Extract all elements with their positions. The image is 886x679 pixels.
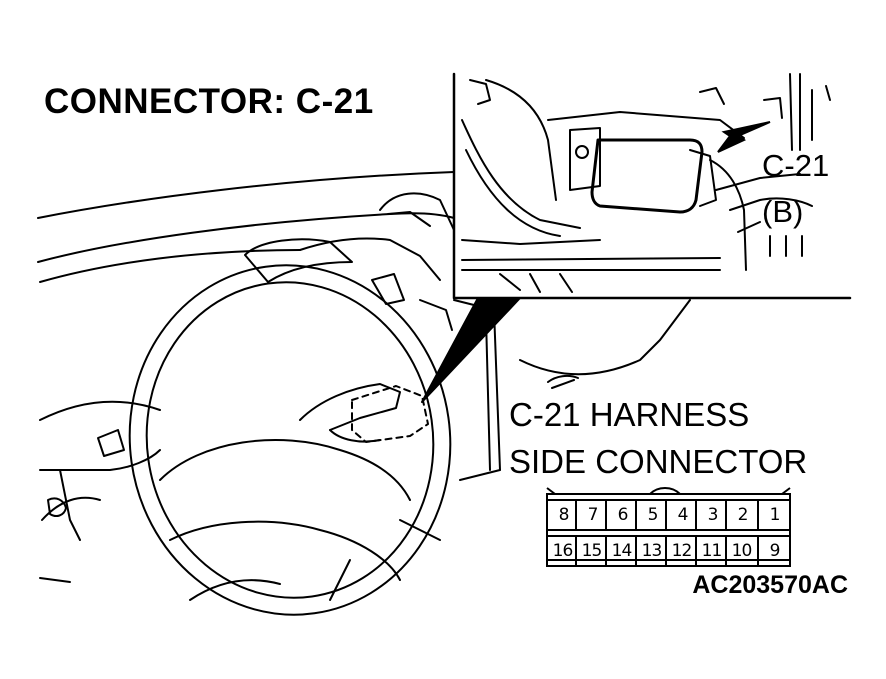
pin-label: 6	[617, 505, 629, 525]
pin-label: 9	[769, 541, 781, 561]
inset-connector-body	[590, 138, 704, 214]
pin-label: 7	[587, 505, 599, 525]
harness-label-line1: C-21 HARNESS	[509, 396, 750, 433]
figure-code: AC203570AC	[692, 571, 848, 599]
meter-hood	[244, 238, 353, 283]
harness-connector-outline	[546, 487, 791, 567]
pin-label: 8	[558, 505, 570, 525]
pin-label: 16	[552, 541, 574, 561]
pin-label: 11	[701, 541, 723, 561]
wheel-hub	[159, 439, 411, 501]
column-lever	[299, 383, 401, 431]
pin-label: 12	[671, 541, 693, 561]
pin-label: 15	[581, 541, 603, 561]
inset-callout-c21: C-21	[762, 148, 830, 183]
pin-label: 10	[731, 541, 753, 561]
dash-top-line	[37, 171, 455, 219]
switch-dashed-outline	[351, 385, 429, 443]
callout-arrow	[717, 121, 771, 153]
pin-label: 4	[677, 505, 689, 525]
harness-label-line2: SIDE CONNECTOR	[509, 443, 808, 480]
pin-label: 5	[647, 505, 659, 525]
pin-label: 14	[611, 541, 633, 561]
pin-label: 13	[641, 541, 663, 561]
pin-label: 2	[737, 505, 749, 525]
connector-title: CONNECTOR: C-21	[44, 82, 374, 121]
pin-label: 1	[769, 505, 781, 525]
inset-callout-variant: (B)	[762, 194, 804, 229]
dash-top-line-2	[37, 212, 455, 263]
pin-label: 3	[707, 505, 719, 525]
steering-wheel-rim	[128, 264, 452, 616]
inset-detail-view	[452, 72, 854, 300]
